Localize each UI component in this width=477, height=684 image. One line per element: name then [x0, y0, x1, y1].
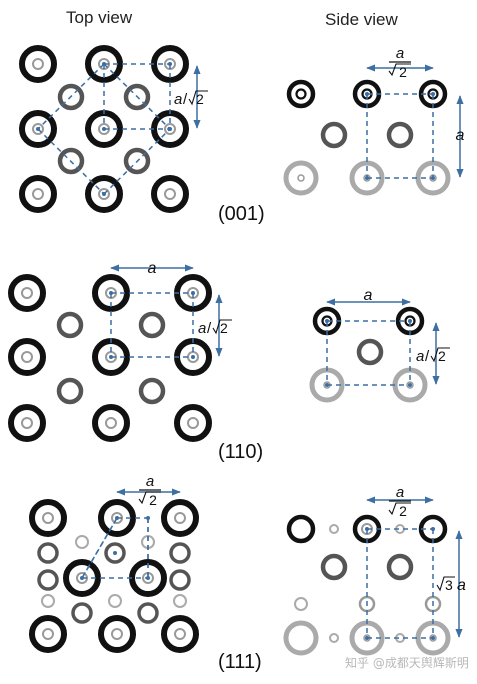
third-layer-atom: [173, 594, 187, 608]
dim-radicand: 2: [399, 64, 407, 80]
dim-radicand: 2: [220, 320, 228, 336]
third-layer-atom: [294, 597, 308, 611]
third-layer-atom: [75, 535, 89, 549]
svg-text:/: /: [207, 320, 212, 337]
surface-atom: [19, 45, 57, 83]
lattice-point: [113, 551, 117, 555]
facet-label: (001): [218, 203, 265, 225]
guide-line: [103, 63, 171, 130]
subsurface-atom: [104, 542, 126, 564]
surface-atom: [29, 615, 67, 653]
surface-atom: [8, 404, 46, 442]
subsurface-atom: [37, 542, 59, 564]
dim-radicand: 3: [445, 577, 453, 593]
dimension-label: a/ 2: [198, 319, 232, 337]
subsurface-atom: [169, 569, 191, 591]
dim-numerator: a: [396, 45, 404, 62]
subsurface-atom: [57, 147, 85, 175]
surface-atom: [85, 175, 123, 213]
surface-atom: [98, 615, 136, 653]
subsurface-atom: [123, 147, 151, 175]
subsurface-atom: [56, 377, 84, 405]
surface-atom: [286, 514, 316, 544]
dimension-label: a/ 2: [174, 90, 208, 108]
guide-line: [37, 63, 105, 130]
subsurface-atom: [56, 311, 84, 339]
subsurface-atom: [137, 602, 159, 624]
bulk-atom: [283, 160, 319, 196]
surface-atom: [286, 79, 316, 109]
subsurface-atom: [386, 553, 414, 581]
watermark: 知乎 @成都天舆辉斯明: [345, 656, 469, 670]
dimension-label: a2: [138, 473, 161, 508]
subsurface-atom: [320, 553, 348, 581]
dim-radicand: 2: [196, 91, 204, 107]
dim-numerator: a: [416, 348, 424, 365]
dim-numerator: a: [396, 484, 404, 501]
subsurface-atom: [169, 542, 191, 564]
dim-numerator: a: [198, 320, 206, 337]
dimension-label: a2: [388, 484, 411, 519]
subsurface-atom: [123, 83, 151, 111]
subsurface-atom: [37, 569, 59, 591]
dim-numerator: a: [457, 577, 466, 594]
small-atom: [329, 524, 339, 534]
side-view-header: Side view: [325, 10, 398, 29]
surface-atom: [92, 404, 130, 442]
surface-atom: [19, 175, 57, 213]
dimension-label: a2: [388, 45, 411, 80]
subsurface-atom: [138, 377, 166, 405]
third-layer-atom: [41, 594, 55, 608]
subsurface-atom: [138, 311, 166, 339]
surface-atom: [29, 499, 67, 537]
subsurface-atom: [71, 602, 93, 624]
subsurface-atom: [320, 121, 348, 149]
dimension-label: a: [148, 260, 157, 277]
surface-atom: [161, 499, 199, 537]
dimension-label: a: [456, 127, 465, 144]
guide-line: [37, 128, 105, 195]
dim-numerator: a: [174, 91, 182, 108]
surface-atom: [151, 175, 189, 213]
guide-line: [81, 517, 118, 579]
small-atom: [329, 633, 339, 643]
subsurface-atom: [386, 121, 414, 149]
dim-numerator: a: [146, 473, 154, 490]
top-view-header: Top view: [66, 8, 133, 27]
facet-label: (111): [218, 651, 262, 673]
svg-text:/: /: [425, 348, 430, 365]
dim-radicand: 2: [399, 503, 407, 519]
dimension-label: a: [364, 287, 373, 304]
surface-atom: [8, 274, 46, 312]
subsurface-atom: [57, 83, 85, 111]
surface-atom: [19, 110, 57, 148]
svg-text:/: /: [183, 91, 188, 108]
subsurface-atom: [356, 338, 384, 366]
bulk-atom: [283, 620, 319, 656]
surface-atom: [174, 404, 212, 442]
dimension-label: a/ 2: [416, 347, 450, 365]
dim-radicand: 2: [438, 348, 446, 364]
surface-atom: [8, 338, 46, 376]
guide-line: [103, 128, 171, 195]
dim-radicand: 2: [149, 492, 157, 508]
third-layer-atom: [108, 594, 122, 608]
facet-label: (110): [218, 441, 263, 463]
surface-atom: [161, 615, 199, 653]
